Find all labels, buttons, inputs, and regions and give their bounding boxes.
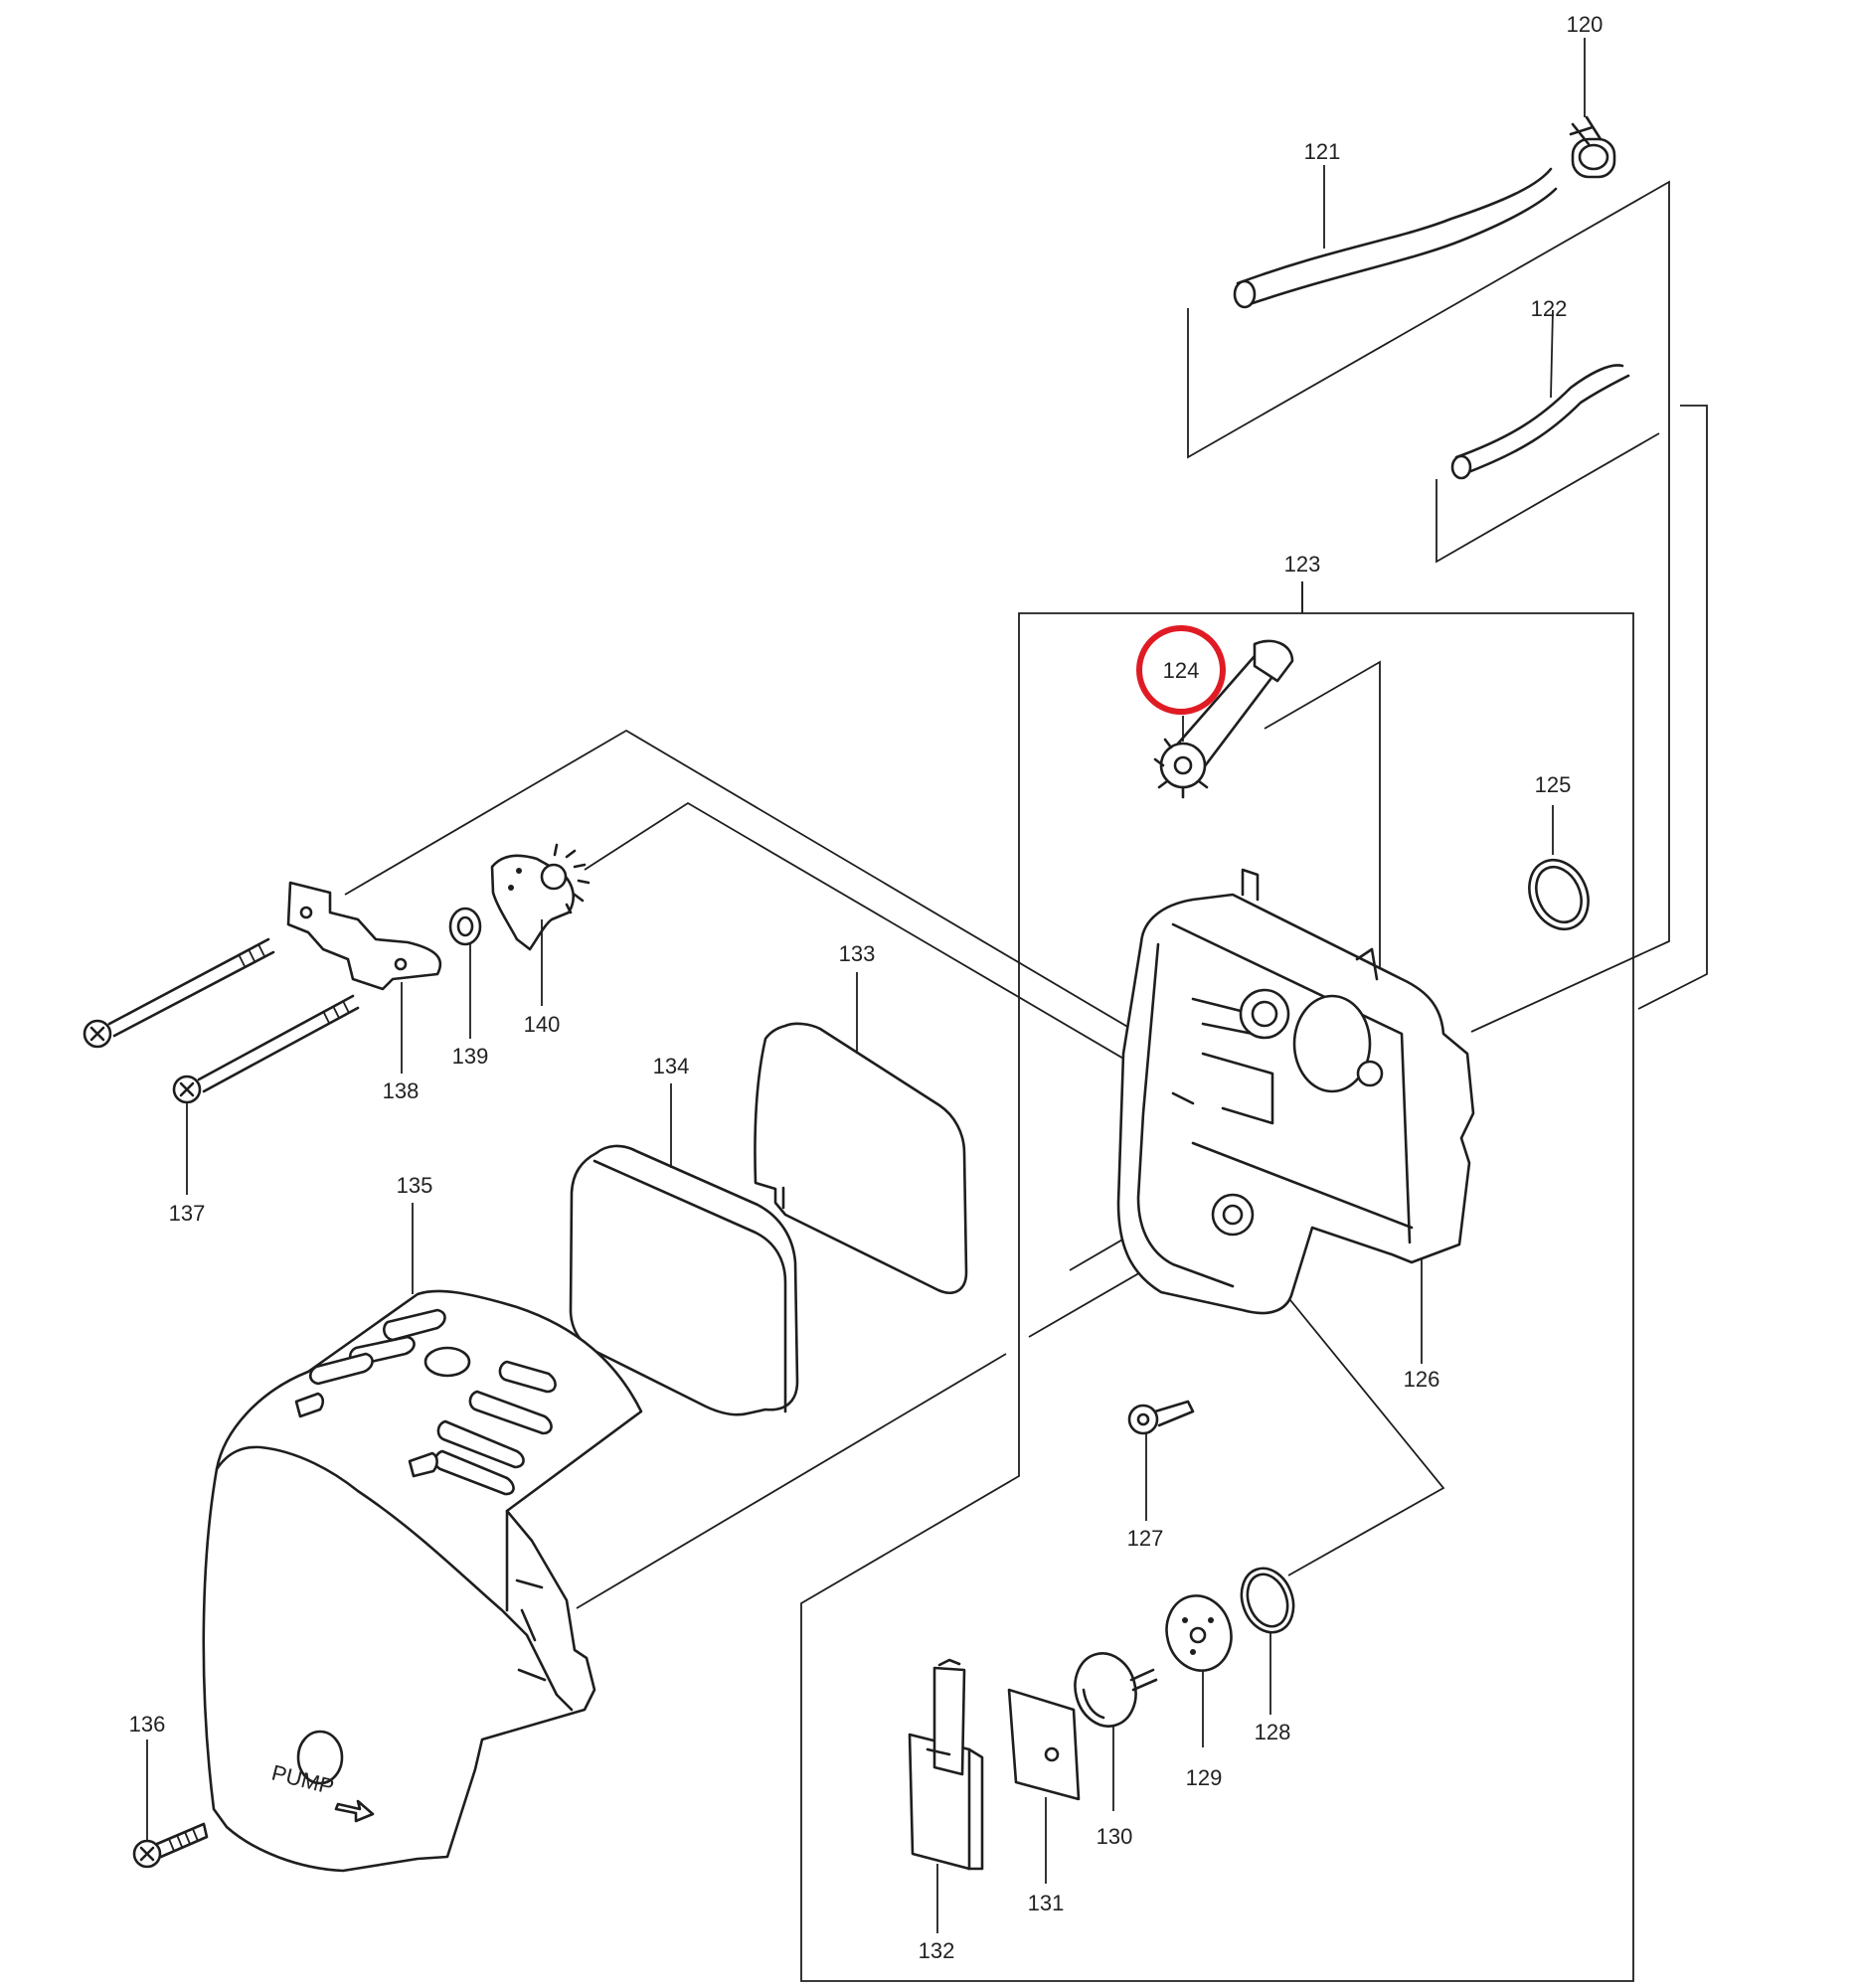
bracket-138 xyxy=(344,729,1174,1055)
label-124[interactable]: 124 xyxy=(1163,658,1200,683)
label-125[interactable]: 125 xyxy=(1535,772,1572,797)
label-123[interactable]: 123 xyxy=(1284,552,1321,577)
part-133-filter-element[interactable] xyxy=(754,1022,968,1294)
part-138-bracket[interactable] xyxy=(286,881,442,991)
part-137-bolts[interactable] xyxy=(83,937,360,1104)
label-122[interactable]: 122 xyxy=(1531,296,1568,321)
bracket-124 xyxy=(1264,660,1381,969)
label-126[interactable]: 126 xyxy=(1404,1367,1440,1392)
part-140-gear[interactable] xyxy=(490,843,591,951)
part-128-oring[interactable] xyxy=(1233,1561,1302,1639)
label-138[interactable]: 138 xyxy=(383,1078,420,1103)
label-121[interactable]: 121 xyxy=(1304,139,1341,164)
part-130-valve[interactable] xyxy=(1067,1646,1158,1733)
part-127-pin[interactable] xyxy=(1127,1400,1195,1435)
bracket-122 xyxy=(1436,405,1708,1010)
label-136[interactable]: 136 xyxy=(129,1712,166,1737)
leader-lines xyxy=(146,38,1586,1933)
label-129[interactable]: 129 xyxy=(1186,1765,1223,1790)
label-132[interactable]: 132 xyxy=(919,1938,955,1963)
label-137[interactable]: 137 xyxy=(169,1201,206,1226)
part-135-cover[interactable]: PUMP xyxy=(202,1289,643,1873)
bracket-140 xyxy=(584,801,1184,1094)
part-122-hose[interactable] xyxy=(1450,364,1630,480)
part-126-air-cleaner-body[interactable] xyxy=(1116,868,1475,1315)
label-140[interactable]: 140 xyxy=(524,1012,561,1037)
label-139[interactable]: 139 xyxy=(452,1044,489,1069)
label-133[interactable]: 133 xyxy=(839,941,876,966)
part-125-oring[interactable] xyxy=(1518,851,1599,939)
part-121-fuel-hose[interactable] xyxy=(1233,167,1558,309)
part-136-bolt[interactable] xyxy=(132,1822,209,1869)
label-134[interactable]: 134 xyxy=(653,1054,690,1078)
label-131[interactable]: 131 xyxy=(1028,1891,1065,1915)
bracket-123 xyxy=(800,581,1634,1982)
part-131-plate[interactable] xyxy=(1007,1688,1081,1801)
label-128[interactable]: 128 xyxy=(1255,1720,1291,1744)
part-129-disc[interactable] xyxy=(1158,1588,1239,1678)
bracket-121 xyxy=(1187,180,1670,1033)
part-labels: 120 121 122 123 124 125 126 127 128 129 … xyxy=(129,12,1604,1963)
part-139-washer[interactable] xyxy=(448,907,482,946)
label-127[interactable]: 127 xyxy=(1127,1526,1164,1551)
label-130[interactable]: 130 xyxy=(1097,1824,1133,1849)
label-135[interactable]: 135 xyxy=(397,1173,433,1198)
part-124-lever[interactable] xyxy=(1153,639,1294,799)
part-120-clamp[interactable] xyxy=(1569,115,1616,179)
label-120[interactable]: 120 xyxy=(1567,12,1604,37)
part-132-switch[interactable] xyxy=(908,1658,984,1871)
highlight-circle-124 xyxy=(1136,625,1226,715)
part-134-sponge[interactable] xyxy=(569,1144,799,1416)
